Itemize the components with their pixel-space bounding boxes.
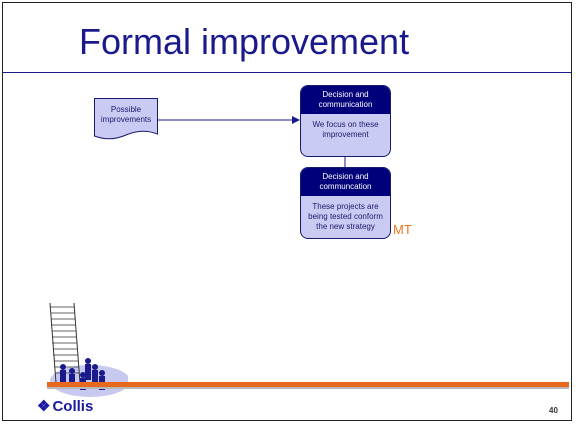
document-label-line2: improvements — [100, 115, 152, 124]
footer-accent-bar — [47, 382, 569, 387]
collis-logo: ❖Collis — [37, 397, 93, 415]
box2-body-line2: being tested conform — [308, 212, 383, 221]
decision-box-testing: Decision and communcation These projects… — [300, 167, 391, 239]
slide-title: Formal improvement — [79, 21, 410, 62]
box2-body-line3: the new strategy — [316, 222, 375, 231]
decision-box-focus-header: Decision and communication — [301, 86, 390, 114]
document-shape — [94, 98, 158, 140]
decision-box-focus-body: We focus on these improvement — [301, 114, 390, 144]
slide: Formal improvement Possible improvements… — [2, 2, 572, 421]
document-label-line1: Possible — [110, 105, 142, 114]
page-number: 40 — [549, 406, 558, 415]
owner-label: MT — [393, 222, 412, 237]
document-label: Possible improvements — [94, 105, 158, 125]
decision-box-focus: Decision and communication We focus on t… — [300, 85, 391, 157]
title-divider — [3, 72, 571, 73]
logo-diamonds-icon: ❖ — [37, 398, 51, 415]
box1-head-line2: communication — [318, 100, 373, 109]
footer-shadow-bar — [47, 387, 569, 389]
decision-box-testing-header: Decision and communcation — [301, 168, 390, 196]
decision-box-testing-body: These projects are being tested conform … — [301, 196, 390, 236]
box1-body-line1: We focus on these — [312, 120, 379, 129]
box2-head-line1: Decision and — [322, 172, 369, 181]
logo-text: Collis — [52, 398, 94, 415]
diagram-connectors — [158, 116, 346, 167]
box1-head-line1: Decision and — [322, 90, 369, 99]
box2-body-line1: These projects are — [312, 202, 379, 211]
box1-body-line2: improvement — [322, 130, 369, 139]
box2-head-line2: communcation — [319, 182, 372, 191]
possible-improvements-document: Possible improvements — [94, 98, 158, 142]
